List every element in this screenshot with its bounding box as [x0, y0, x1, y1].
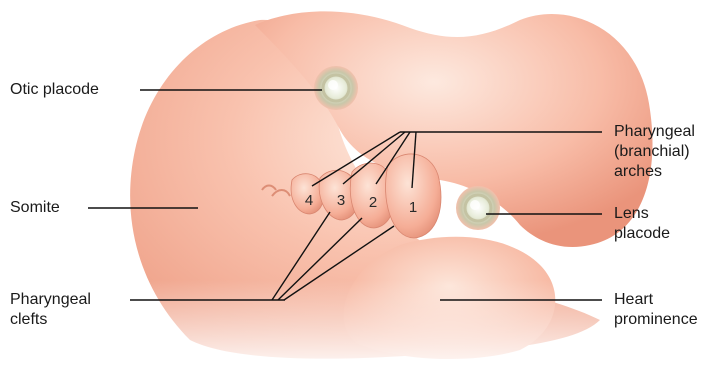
label-otic-placode-text: Otic placode — [10, 81, 99, 98]
label-somite-text: Somite — [10, 199, 60, 216]
arch-number-1: 1 — [409, 199, 417, 216]
label-clefts-line-2: clefts — [10, 310, 91, 330]
label-pharyngeal-clefts: Pharyngeal clefts — [10, 290, 91, 330]
label-arches-line-1: Pharyngeal — [614, 122, 695, 142]
label-clefts-line-1: Pharyngeal — [10, 290, 91, 310]
label-somite: Somite — [10, 198, 60, 218]
lens-placode-shape — [456, 186, 500, 230]
label-otic-placode: Otic placode — [10, 80, 99, 100]
label-lens-placode: Lens placode — [614, 204, 670, 244]
label-lens-line-1: Lens — [614, 204, 670, 224]
label-heart-line-1: Heart — [614, 290, 698, 310]
label-pharyngeal-arches: Pharyngeal (branchial) arches — [614, 122, 695, 182]
bottom-fade — [120, 280, 620, 365]
otic-placode-shape — [314, 66, 358, 110]
arch-number-2: 2 — [369, 194, 377, 211]
label-lens-line-2: placode — [614, 224, 670, 244]
label-arches-line-2: (branchial) — [614, 142, 695, 162]
arch-number-4: 4 — [305, 192, 313, 209]
label-heart-prominence: Heart prominence — [614, 290, 698, 330]
label-heart-line-2: prominence — [614, 310, 698, 330]
arch-number-3: 3 — [337, 192, 345, 209]
label-arches-line-3: arches — [614, 162, 695, 182]
